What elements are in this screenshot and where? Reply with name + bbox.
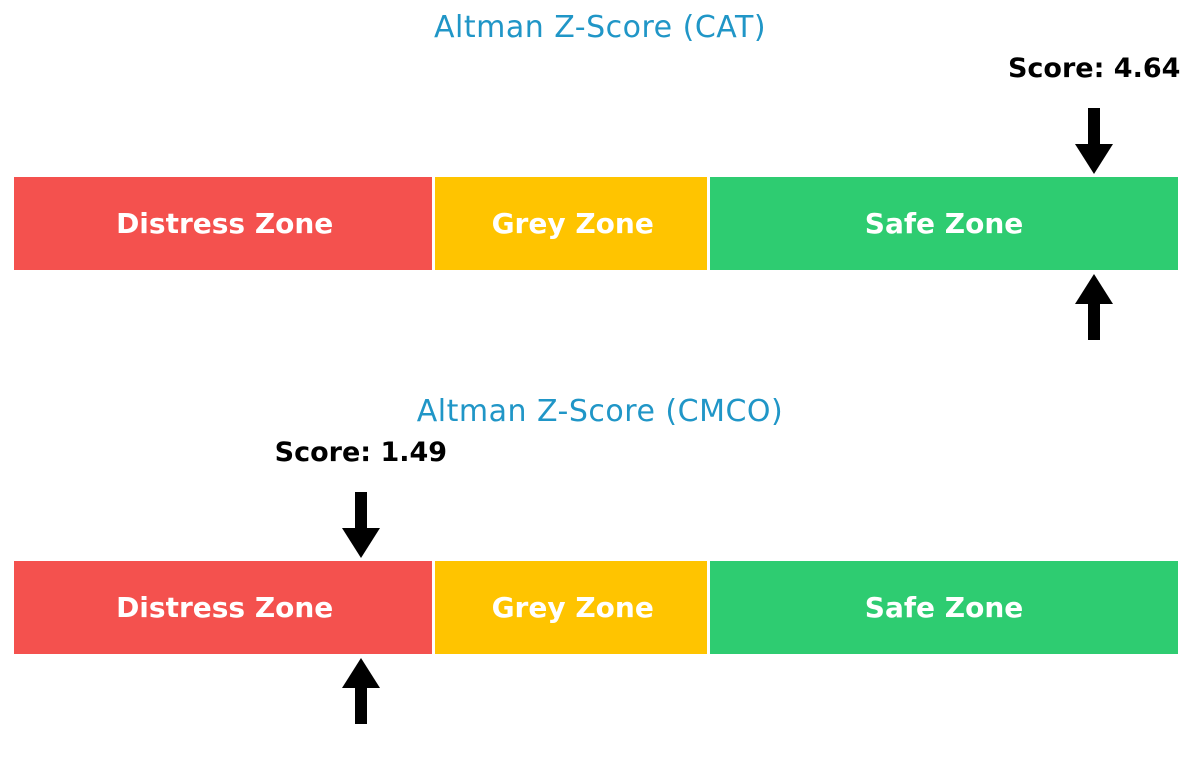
chart-title: Altman Z-Score (CAT) bbox=[433, 10, 767, 45]
zone-distress-label: Distress Zone bbox=[116, 207, 334, 240]
zone-distress-label: Distress Zone bbox=[116, 591, 334, 624]
zone-grey: Grey Zone bbox=[435, 561, 711, 654]
zone-bar: Distress Zone Grey Zone Safe Zone bbox=[14, 177, 1178, 270]
zscore-chart-cmco: Altman Z-Score (CMCO) Score: 1.49 Distre… bbox=[0, 384, 1200, 771]
score-annotation: Score: 1.49 bbox=[274, 437, 448, 468]
zone-grey-label: Grey Zone bbox=[491, 207, 654, 240]
zone-safe-label: Safe Zone bbox=[864, 207, 1024, 240]
score-axis: Score: 4.64 Distress Zone Grey Zone Safe… bbox=[14, 0, 1181, 384]
zone-bar: Distress Zone Grey Zone Safe Zone bbox=[14, 561, 1178, 654]
zscore-chart-cat: Altman Z-Score (CAT) Score: 4.64 Distres… bbox=[0, 0, 1200, 384]
zone-safe-label: Safe Zone bbox=[864, 591, 1024, 624]
zone-distress: Distress Zone bbox=[14, 177, 436, 270]
zone-distress: Distress Zone bbox=[14, 561, 436, 654]
arrow-up-icon bbox=[341, 658, 381, 724]
arrow-down-icon bbox=[1074, 108, 1114, 174]
zone-safe: Safe Zone bbox=[710, 177, 1178, 270]
score-annotation: Score: 4.64 bbox=[1007, 53, 1181, 84]
zone-grey: Grey Zone bbox=[435, 177, 711, 270]
zone-grey-label: Grey Zone bbox=[491, 591, 654, 624]
score-axis: Score: 1.49 Distress Zone Grey Zone Safe… bbox=[14, 384, 1178, 771]
zone-safe: Safe Zone bbox=[710, 561, 1178, 654]
chart-title: Altman Z-Score (CMCO) bbox=[416, 394, 784, 429]
arrow-down-icon bbox=[341, 492, 381, 558]
arrow-up-icon bbox=[1074, 274, 1114, 340]
